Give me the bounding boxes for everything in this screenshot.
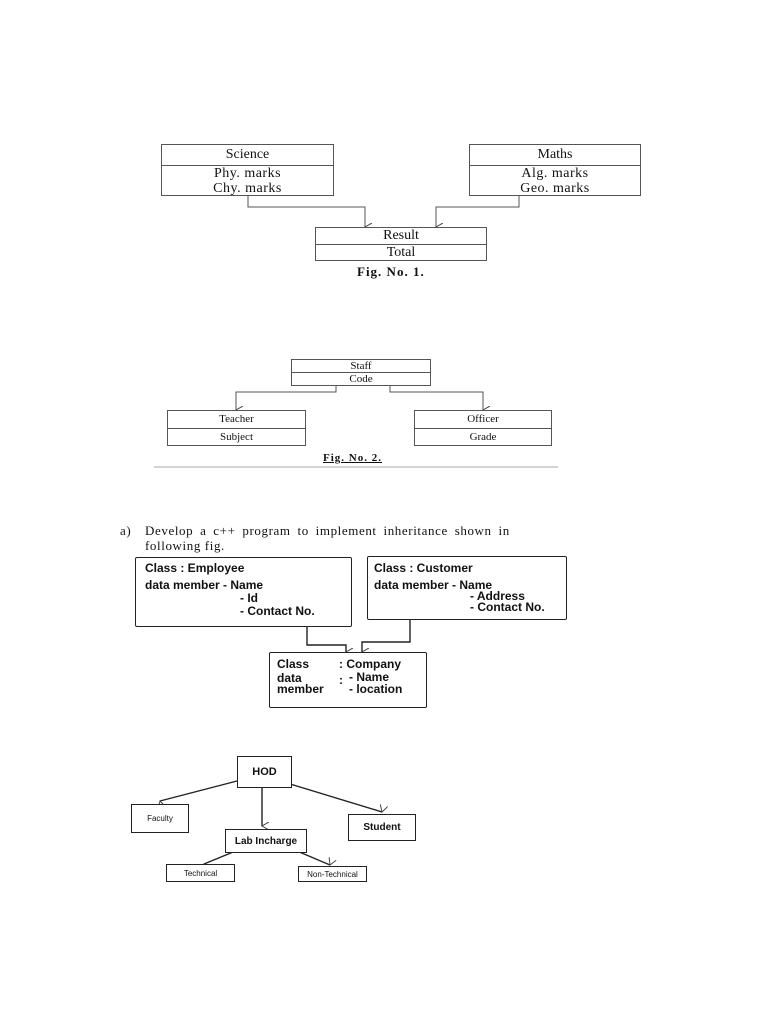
- arrow-staff-to-officer: [389, 385, 483, 410]
- question-label: a): [120, 523, 132, 538]
- technical-box: Technical: [166, 864, 235, 882]
- company-colon: :: [339, 673, 343, 687]
- result-total: Total: [386, 245, 416, 260]
- employee-class-line: Class : Employee: [145, 561, 245, 575]
- science-chy-marks: Chy. marks: [213, 181, 282, 196]
- company-data-label: data: [277, 671, 302, 685]
- fig2-caption: Fig. No. 2.: [323, 452, 382, 464]
- maths-title: Maths: [470, 145, 640, 166]
- company-class-value: : Company: [339, 657, 402, 671]
- fig1-maths-box: Maths Alg. marks Geo. marks: [469, 144, 641, 196]
- fig1-science-box: Science Phy. marks Chy. marks: [161, 144, 334, 196]
- lab-incharge-box: Lab Incharge: [225, 829, 307, 853]
- customer-class-line: Class : Customer: [374, 561, 473, 575]
- hod-box: HOD: [237, 756, 292, 788]
- student-box: Student: [348, 814, 416, 841]
- question-text-line2: following fig.: [145, 538, 225, 553]
- arrow-staff-to-teacher: [236, 385, 337, 410]
- result-title: Result: [316, 228, 486, 245]
- staff-code: Code: [349, 373, 373, 385]
- question-text-line1: Develop a c++ program to implement inher…: [145, 523, 510, 538]
- teacher-subject: Subject: [220, 431, 253, 443]
- customer-class-box: Class : Customer data member - Name - Ad…: [367, 556, 567, 620]
- maths-alg-marks: Alg. marks: [521, 166, 589, 181]
- maths-geo-marks: Geo. marks: [520, 181, 590, 196]
- company-class-box: Class : Company data : - Name member - l…: [269, 652, 427, 708]
- line-hod-to-faculty: [160, 780, 238, 801]
- fig2-officer-box: Officer Grade: [414, 410, 552, 446]
- customer-member-address: - Address: [470, 589, 525, 603]
- employee-member-id: - Id: [240, 591, 258, 605]
- company-member-location: - location: [349, 682, 403, 696]
- employee-class-box: Class : Employee data member - Name - Id…: [135, 557, 352, 627]
- company-class-label: Class: [277, 657, 310, 671]
- arrow-science-to-result: [247, 195, 365, 227]
- customer-member-contact: - Contact No.: [470, 600, 545, 614]
- officer-title: Officer: [415, 411, 551, 429]
- officer-grade: Grade: [469, 431, 497, 443]
- company-member-label: member: [277, 682, 324, 696]
- line-hod-to-student: [276, 779, 382, 812]
- fig1-caption: Fig. No. 1.: [357, 264, 425, 279]
- science-title: Science: [162, 145, 333, 166]
- arrow-employee-to-company: [306, 627, 346, 652]
- company-member-name: - Name: [349, 670, 390, 684]
- faculty-box: Faculty: [131, 804, 189, 833]
- fig2-staff-box: Staff Code: [291, 359, 431, 386]
- customer-data-member: data member - Name: [374, 578, 493, 592]
- non-technical-box: Non-Technical: [298, 866, 367, 882]
- arrow-customer-to-company: [362, 620, 411, 652]
- teacher-title: Teacher: [168, 411, 305, 429]
- science-phy-marks: Phy. marks: [213, 166, 282, 181]
- employee-member-contact: - Contact No.: [240, 604, 315, 618]
- fig1-result-box: Result Total: [315, 227, 487, 261]
- arrow-maths-to-result: [436, 195, 520, 227]
- fig2-teacher-box: Teacher Subject: [167, 410, 306, 446]
- employee-data-member: data member - Name: [145, 578, 264, 592]
- staff-title: Staff: [292, 360, 430, 373]
- line-lab-to-nontechnical: [296, 850, 330, 865]
